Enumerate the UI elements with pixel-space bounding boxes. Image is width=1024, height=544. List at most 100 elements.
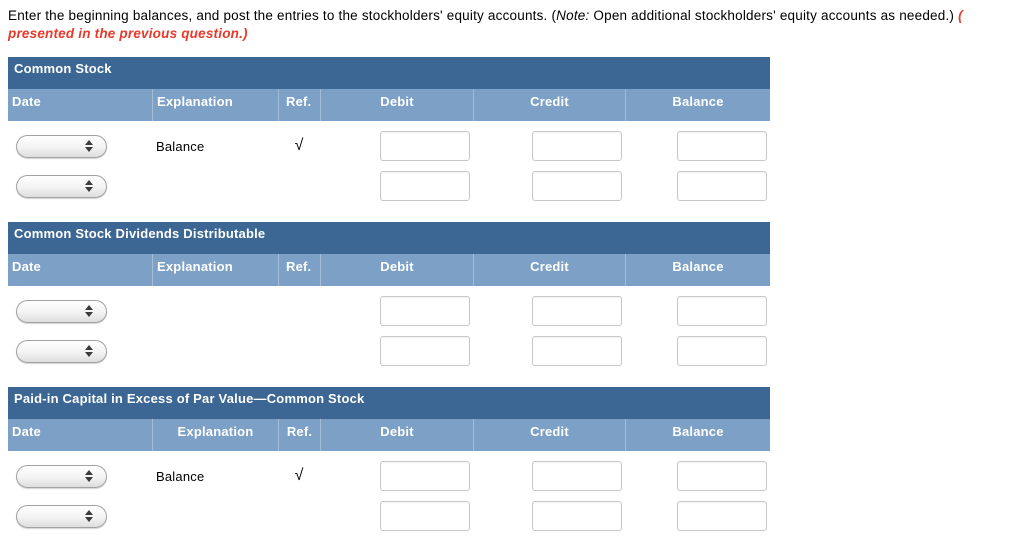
date-cell (8, 497, 152, 535)
red-fragment: ( (958, 8, 963, 23)
instruction-text-after: Open additional stockholders' equity acc… (589, 8, 959, 23)
balance-cell (625, 167, 770, 205)
debit-cell (320, 167, 473, 205)
explanation-cell (152, 167, 278, 205)
credit-cell (473, 457, 625, 495)
red-instruction-line: presented in the previous question.) (8, 26, 248, 41)
ledger-row (8, 292, 770, 330)
balance-input[interactable] (677, 131, 767, 161)
ledger-row (8, 332, 770, 370)
column-header-ref: Ref. (278, 254, 320, 286)
date-select[interactable] (16, 339, 107, 363)
select-stepper-icon (85, 345, 93, 357)
balance-input[interactable] (677, 461, 767, 491)
column-header-explanation: Explanation (152, 419, 278, 451)
credit-cell (473, 332, 625, 370)
select-stepper-icon (85, 470, 93, 482)
debit-input[interactable] (380, 171, 470, 201)
column-header-row: Date Explanation Ref. Debit Credit Balan… (8, 419, 770, 451)
table-title: Paid-in Capital in Excess of Par Value—C… (8, 387, 770, 419)
balance-cell (625, 127, 770, 165)
column-header-row: Date Explanation Ref. Debit Credit Balan… (8, 254, 770, 286)
table-body: Balance √ (8, 451, 770, 539)
credit-cell (473, 167, 625, 205)
table-body: Balance √ (8, 121, 770, 209)
debit-cell (320, 332, 473, 370)
date-cell (8, 292, 152, 330)
ledger-row (8, 167, 770, 205)
column-header-row: Date Explanation Ref. Debit Credit Balan… (8, 89, 770, 121)
ledger-row: Balance √ (8, 127, 770, 165)
column-header-ref: Ref. (278, 419, 320, 451)
debit-cell (320, 127, 473, 165)
checkmark-ref-cell (278, 497, 320, 535)
table-title: Common Stock (8, 57, 770, 89)
debit-cell (320, 497, 473, 535)
credit-input[interactable] (532, 171, 622, 201)
instruction-text: Enter the beginning balances, and post t… (8, 8, 557, 23)
ledger-row (8, 497, 770, 535)
column-header-balance: Balance (625, 254, 770, 286)
explanation-cell (152, 332, 278, 370)
debit-input[interactable] (380, 296, 470, 326)
balance-input[interactable] (677, 336, 767, 366)
date-cell (8, 457, 152, 495)
column-header-credit: Credit (473, 419, 625, 451)
column-header-credit: Credit (473, 89, 625, 121)
date-cell (8, 127, 152, 165)
column-header-debit: Debit (320, 254, 473, 286)
checkmark-ref-cell (278, 167, 320, 205)
explanation-cell (152, 497, 278, 535)
ledger-tables: Common Stock Date Explanation Ref. Debit… (0, 57, 1024, 544)
debit-input[interactable] (380, 336, 470, 366)
debit-cell (320, 292, 473, 330)
explanation-cell: Balance (156, 138, 205, 154)
date-select[interactable] (16, 504, 107, 528)
credit-input[interactable] (532, 501, 622, 531)
column-header-date: Date (12, 424, 41, 439)
credit-cell (473, 127, 625, 165)
select-stepper-icon (85, 305, 93, 317)
column-header-debit: Debit (320, 89, 473, 121)
date-cell (8, 167, 152, 205)
column-header-balance: Balance (625, 419, 770, 451)
checkmark-ref-cell (278, 332, 320, 370)
credit-cell (473, 497, 625, 535)
date-select[interactable] (16, 134, 107, 158)
balance-cell (625, 457, 770, 495)
explanation-cell (152, 292, 278, 330)
column-header-debit: Debit (320, 419, 473, 451)
checkmark-ref-cell: √ (294, 467, 304, 484)
instruction-line: Enter the beginning balances, and post t… (0, 0, 1024, 25)
balance-input[interactable] (677, 296, 767, 326)
credit-cell (473, 292, 625, 330)
date-cell (8, 332, 152, 370)
select-stepper-icon (85, 180, 93, 192)
balance-input[interactable] (677, 501, 767, 531)
credit-input[interactable] (532, 461, 622, 491)
date-select[interactable] (16, 299, 107, 323)
balance-input[interactable] (677, 171, 767, 201)
debit-input[interactable] (380, 461, 470, 491)
column-header-explanation: Explanation (152, 254, 278, 286)
ledger-table-dividends-distributable: Common Stock Dividends Distributable Dat… (8, 222, 770, 374)
credit-input[interactable] (532, 296, 622, 326)
column-header-date: Date (12, 94, 41, 109)
credit-input[interactable] (532, 131, 622, 161)
date-select[interactable] (16, 174, 107, 198)
explanation-cell: Balance (156, 468, 205, 484)
checkmark-ref-cell: √ (294, 137, 304, 154)
debit-input[interactable] (380, 131, 470, 161)
checkmark-ref-cell (278, 292, 320, 330)
ledger-table-common-stock: Common Stock Date Explanation Ref. Debit… (8, 57, 770, 209)
ledger-row: Balance √ (8, 457, 770, 495)
column-header-ref: Ref. (278, 89, 320, 121)
select-stepper-icon (85, 510, 93, 522)
debit-input[interactable] (380, 501, 470, 531)
table-body (8, 286, 770, 374)
column-header-explanation: Explanation (152, 89, 278, 121)
credit-input[interactable] (532, 336, 622, 366)
date-select[interactable] (16, 464, 107, 488)
column-header-credit: Credit (473, 254, 625, 286)
